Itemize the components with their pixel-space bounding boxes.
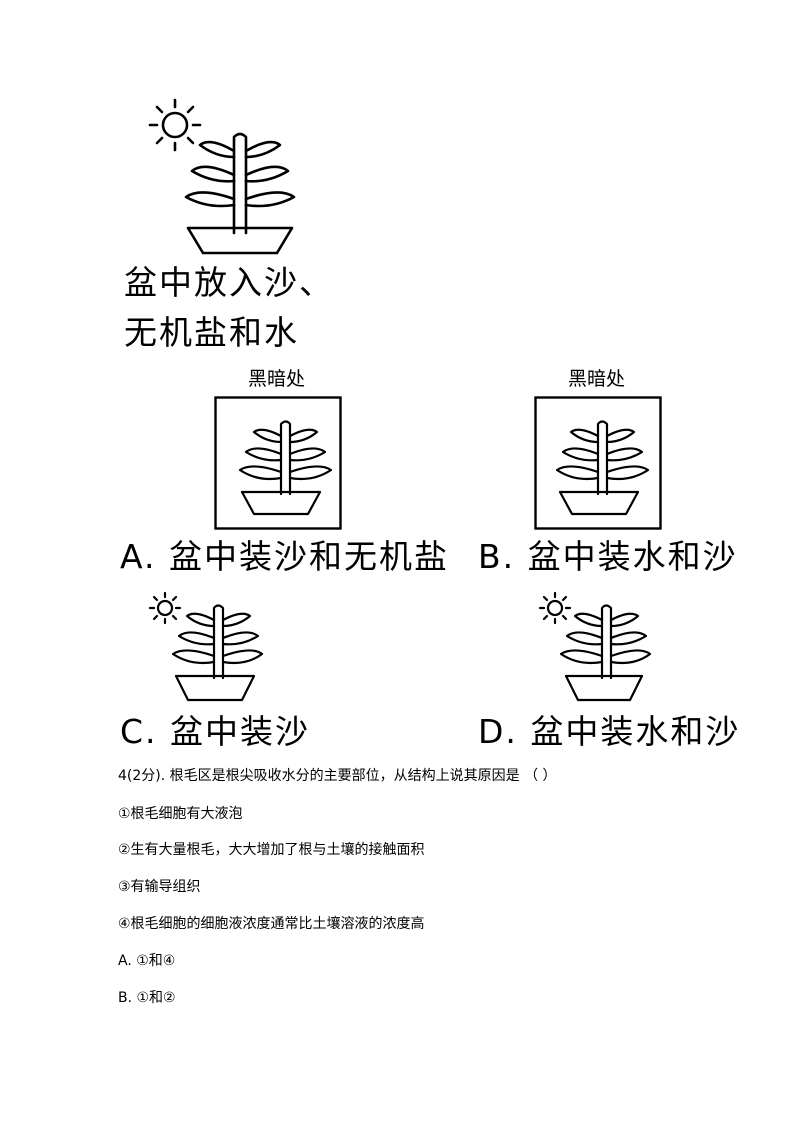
option-a-label: A. 盆中装沙和无机盐 bbox=[120, 537, 449, 576]
sun-icon bbox=[148, 98, 202, 152]
control-plant-illustration bbox=[148, 98, 296, 255]
option-c-label: C. 盆中装沙 bbox=[120, 712, 311, 751]
option-c-illustration bbox=[148, 591, 264, 702]
option-d-illustration bbox=[538, 591, 652, 702]
dark-box-label-a: 黑暗处 bbox=[248, 368, 306, 390]
statement-2: ②生有大量根毛，大大增加了根与土壤的接触面积 bbox=[118, 842, 425, 858]
option-b-label: B. 盆中装水和沙 bbox=[478, 537, 738, 576]
choice-b: B. ①和② bbox=[118, 990, 176, 1006]
control-label-line1: 盆中放入沙、 bbox=[124, 263, 334, 302]
sun-icon bbox=[538, 591, 572, 625]
statement-1: ①根毛细胞有大液泡 bbox=[118, 806, 243, 822]
choice-a: A. ①和④ bbox=[118, 953, 176, 969]
sun-icon bbox=[148, 591, 182, 625]
statement-3: ③有输导组织 bbox=[118, 879, 201, 895]
dark-box-label-b: 黑暗处 bbox=[568, 368, 626, 390]
option-d-label: D. 盆中装水和沙 bbox=[478, 712, 741, 751]
question-stem: 4(2分). 根毛区是根尖吸收水分的主要部位，从结构上说其原因是 （ ） bbox=[118, 768, 557, 784]
option-a-illustration bbox=[214, 396, 342, 530]
control-label-line2: 无机盐和水 bbox=[124, 313, 299, 352]
statement-4: ④根毛细胞的细胞液浓度通常比土壤溶液的浓度高 bbox=[118, 916, 425, 932]
option-b-illustration bbox=[534, 396, 662, 530]
